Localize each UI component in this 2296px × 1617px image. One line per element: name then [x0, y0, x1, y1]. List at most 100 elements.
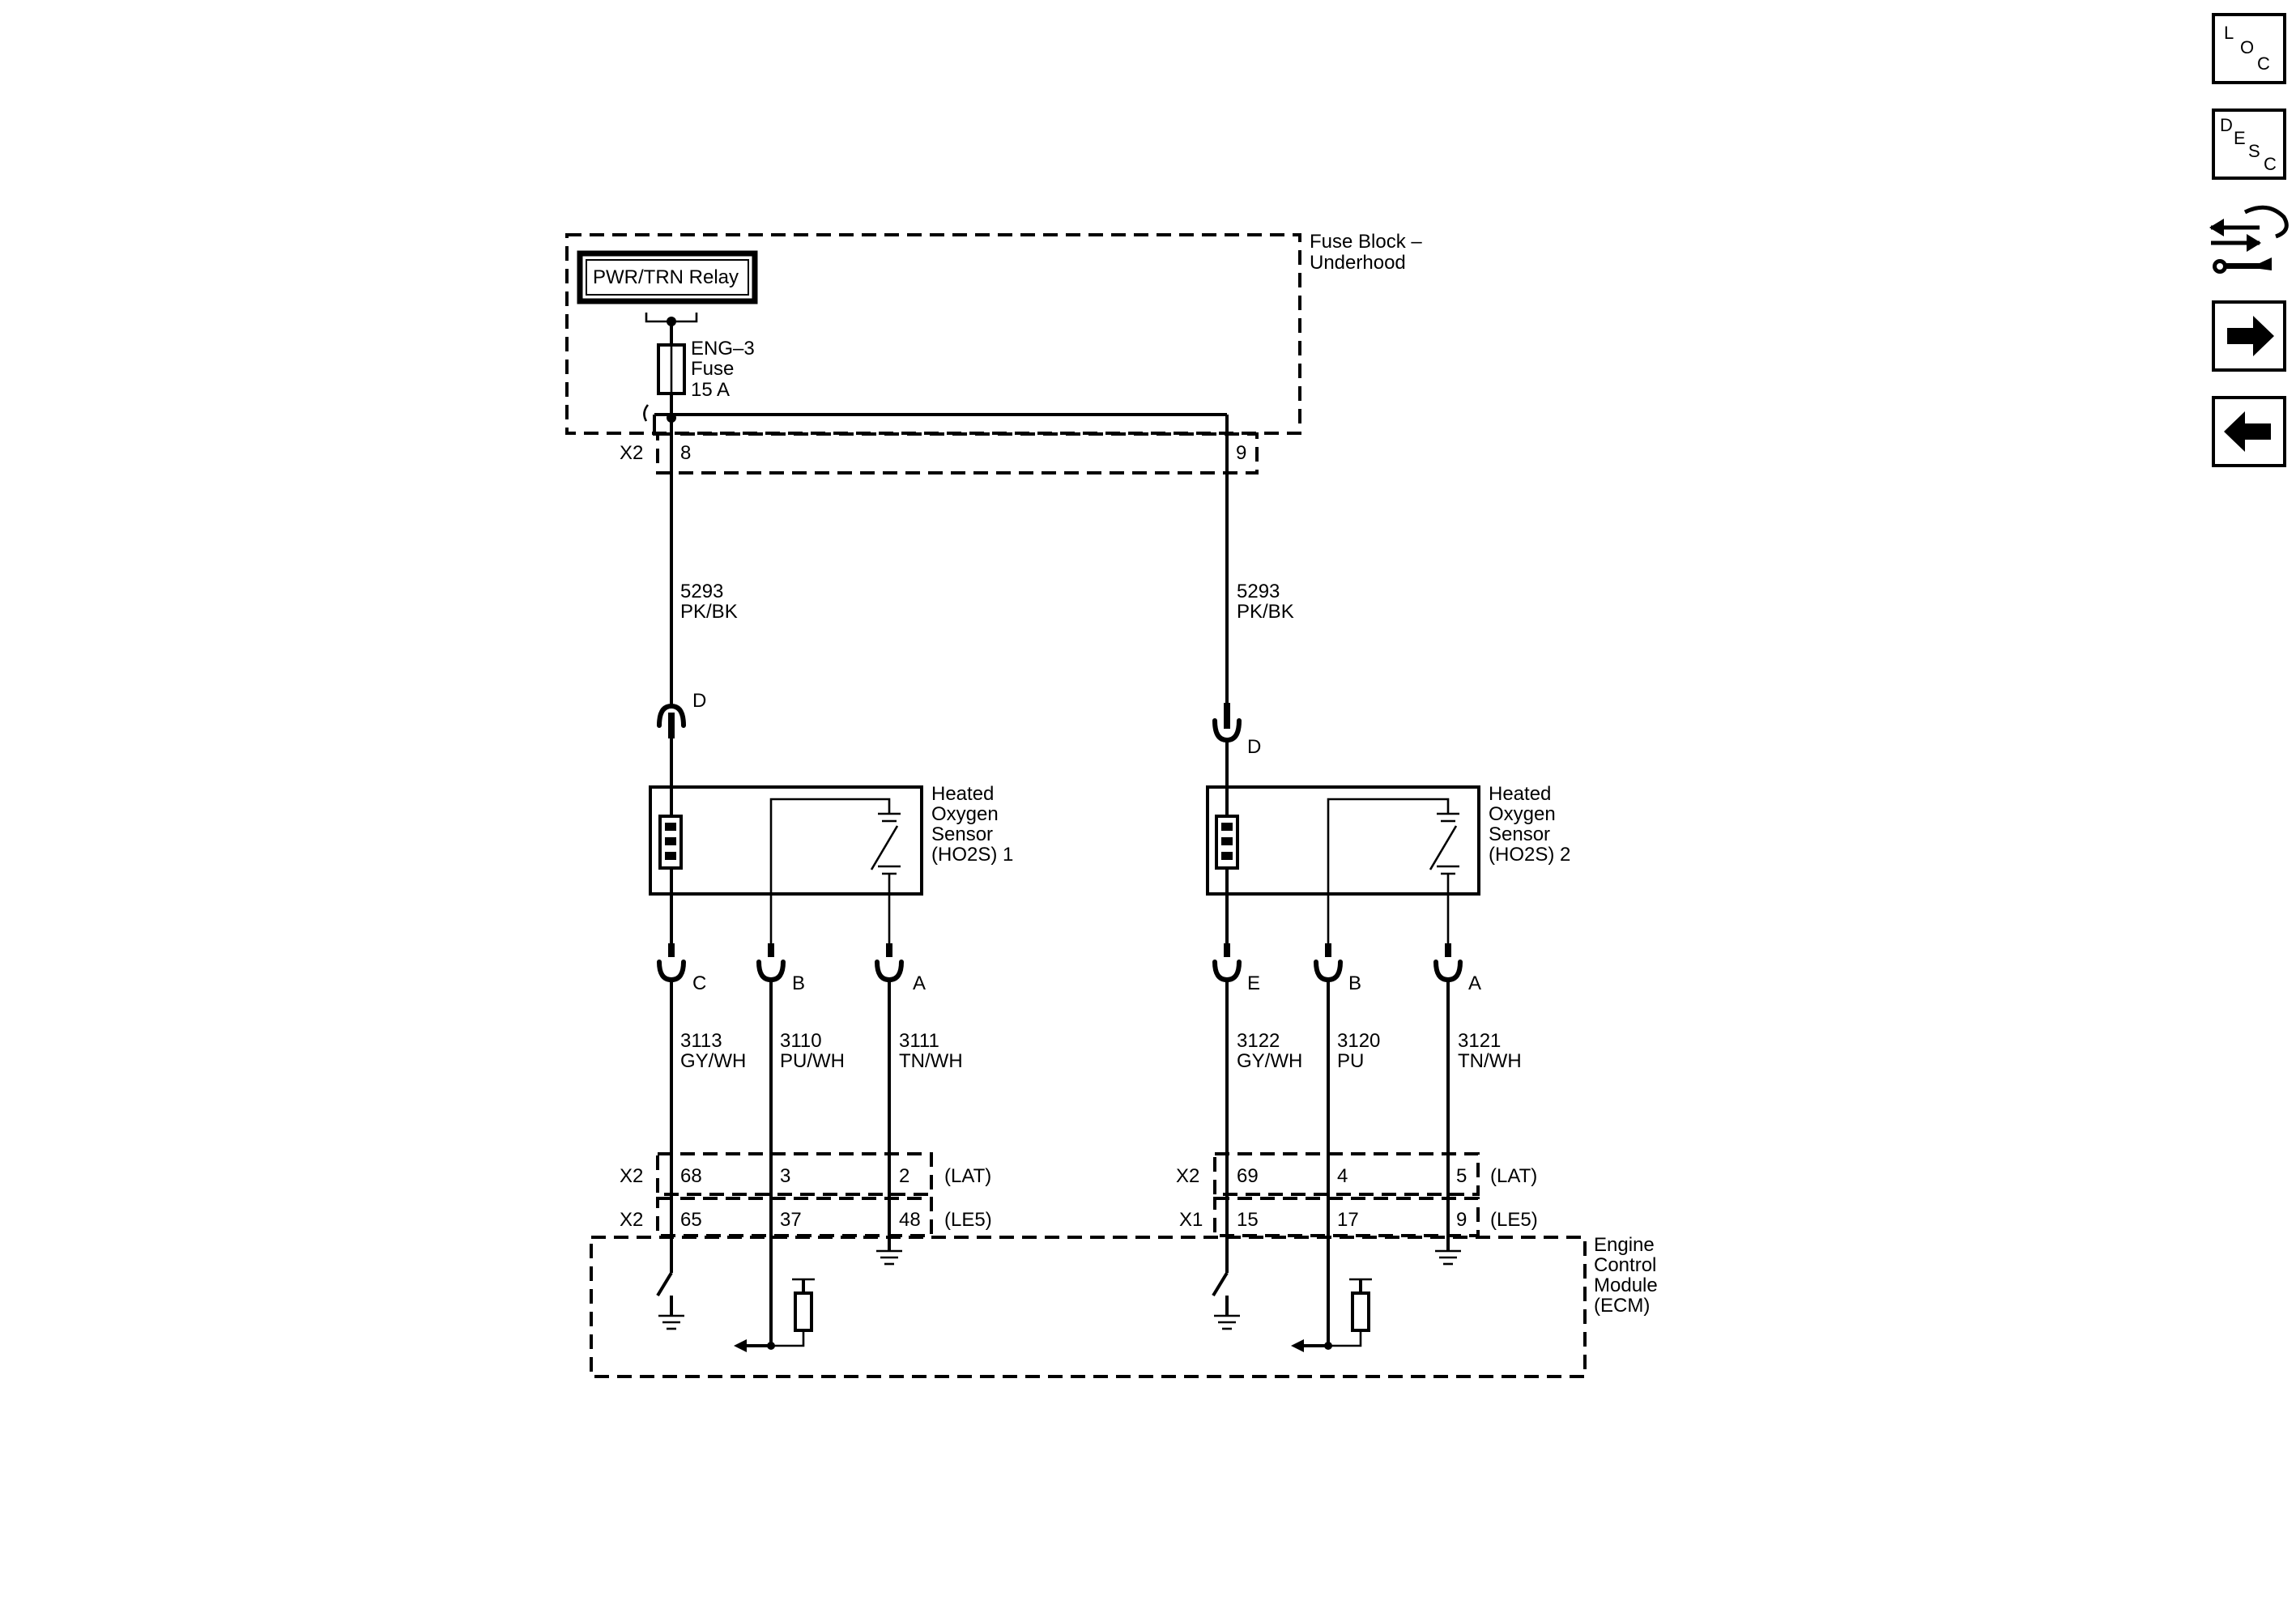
heater-coil [1221, 837, 1233, 845]
connector-repair-button[interactable] [2209, 205, 2289, 274]
sensor-connector-e[interactable] [1212, 960, 1242, 983]
variant-label: (LAT) [944, 1165, 991, 1187]
variant-label: (LE5) [1490, 1209, 1538, 1231]
next-page-button[interactable] [2212, 300, 2286, 372]
signal-input-arrow [734, 1339, 747, 1352]
connector-pin-label: A [1468, 972, 1481, 994]
wire-color: TN/WH [1458, 1050, 1522, 1072]
connector-pin: 48 [899, 1209, 921, 1231]
wire-color: GY/WH [1237, 1050, 1302, 1072]
sensor-connector-b[interactable] [1314, 960, 1343, 983]
heater-coil [665, 837, 676, 845]
wire-color: PK/BK [680, 601, 738, 623]
feed-wire-left: 5293 PK/BK D [657, 418, 738, 810]
heater-driver-switch [656, 1271, 673, 1297]
ecm-label: (ECM) [1594, 1295, 1650, 1317]
nav-letter: O [2240, 37, 2254, 57]
connector-pin: 68 [680, 1165, 702, 1187]
sensor-signal-path [769, 798, 891, 943]
ecm-label: Engine [1594, 1234, 1655, 1256]
connector-outline-lat [1213, 1152, 1480, 1196]
sensor-connector-c[interactable] [657, 960, 686, 983]
circuit-number: 3110 [780, 1030, 822, 1052]
feed-wire-right: 5293 PK/BK D [1212, 415, 1294, 810]
engine-control-module[interactable]: Engine Control Module (ECM) [590, 1234, 1658, 1378]
heater-coil [1221, 852, 1233, 860]
heater-driver-switch [1212, 1271, 1229, 1297]
wire-color: PU [1337, 1050, 1364, 1072]
loc-button[interactable]: L O C [2212, 13, 2286, 84]
wire-color: PK/BK [1237, 601, 1294, 623]
arrow-left-glyph [2224, 411, 2271, 452]
connector-repair-icon [2209, 205, 2289, 274]
sensor-label: Heated [931, 783, 994, 805]
relay-box-inner [586, 259, 749, 296]
sensor-connector-a[interactable] [875, 960, 904, 983]
heater-coil [1221, 823, 1233, 831]
sensor-connector-b[interactable] [756, 960, 786, 983]
heater-coil [665, 852, 676, 860]
nav-letter: S [2248, 141, 2260, 161]
desc-button[interactable]: D E S C [2212, 109, 2286, 180]
wire-color: TN/WH [899, 1050, 963, 1072]
bias-path [1328, 1332, 1362, 1347]
connector-id: X2 [620, 1165, 643, 1187]
sensor-housing [1206, 785, 1480, 896]
ecm-label: Module [1594, 1274, 1658, 1296]
circuit-number: 3120 [1337, 1030, 1380, 1052]
connector-pin: 8 [680, 442, 691, 464]
sensor-1-connectors: C B A [657, 943, 926, 994]
heated-oxygen-sensor-2[interactable]: Heated Oxygen Sensor (HO2S) 2 [1206, 783, 1570, 943]
ecm-label: Control [1594, 1254, 1656, 1276]
arrow-right-glyph [2227, 316, 2274, 356]
wire-color: GY/WH [680, 1050, 746, 1072]
connector-outline-le5 [656, 1197, 933, 1237]
description-icon [2212, 109, 2286, 180]
relay-label: PWR/TRN Relay [593, 266, 739, 288]
sensor-signal-path [1327, 798, 1450, 943]
connector-pin: 15 [1237, 1209, 1259, 1231]
pwr-trn-relay[interactable]: PWR/TRN Relay [577, 250, 758, 304]
sensor-1-wires: 3113 GY/WH 3110 PU/WH 3111 TN/WH [670, 980, 963, 1346]
circuit-number: 5293 [1237, 581, 1280, 602]
sensor-2-connectors: E B A [1212, 943, 1481, 994]
previous-page-button[interactable] [2212, 396, 2286, 467]
connector-id: X2 [1176, 1165, 1199, 1187]
sensor-label: Heated [1489, 783, 1551, 805]
fuse-block-label: Underhood [1310, 252, 1406, 274]
connector-pin-label: C [692, 972, 706, 994]
circuit-number: 3122 [1237, 1030, 1280, 1052]
fuse-block-underhood: Fuse Block – Underhood PWR/TRN Relay ENG… [565, 231, 1422, 436]
connector-pin: 65 [680, 1209, 702, 1231]
connector-outline [656, 432, 1259, 474]
ecm-internal-sensor-2 [1212, 1249, 1461, 1352]
eng-3-fuse[interactable] [657, 343, 686, 395]
relay-box [577, 250, 758, 304]
circuit-number: 3113 [680, 1030, 722, 1052]
connector-pin: 37 [780, 1209, 802, 1231]
fuse-label: ENG–3 [691, 338, 755, 360]
connector-pin: 3 [780, 1165, 790, 1187]
fuse-label: Fuse [691, 358, 734, 380]
sensor-connector-a[interactable] [1433, 960, 1463, 983]
connector-pin-label: B [1348, 972, 1361, 994]
ecm-outline [590, 1236, 1587, 1378]
nav-letter: C [2257, 53, 2270, 74]
sensor-label: Oxygen [931, 803, 999, 825]
nav-letter: E [2234, 128, 2246, 148]
heated-oxygen-sensor-1[interactable]: Heated Oxygen Sensor (HO2S) 1 [649, 783, 1013, 943]
sensor-label: Sensor [1489, 823, 1550, 845]
connector-id: X1 [1179, 1209, 1203, 1231]
connector-id: X2 [620, 1209, 643, 1231]
sensor-1-ecm-connectors: X2 68 3 2 (LAT) X2 65 37 48 (LE5) [620, 1152, 992, 1237]
inline-connector-d[interactable] [657, 703, 686, 728]
wire-color: PU/WH [780, 1050, 845, 1072]
sensor-label: Sensor [931, 823, 993, 845]
variant-label: (LAT) [1490, 1165, 1537, 1187]
sensor-variable-arrow [1429, 825, 1458, 870]
bias-resistor [794, 1291, 813, 1332]
sensor-2-wires: 3122 GY/WH 3120 PU 3121 TN/WH [1225, 980, 1522, 1346]
signal-input-arrow [1291, 1339, 1304, 1352]
connector-pin: 2 [899, 1165, 909, 1187]
